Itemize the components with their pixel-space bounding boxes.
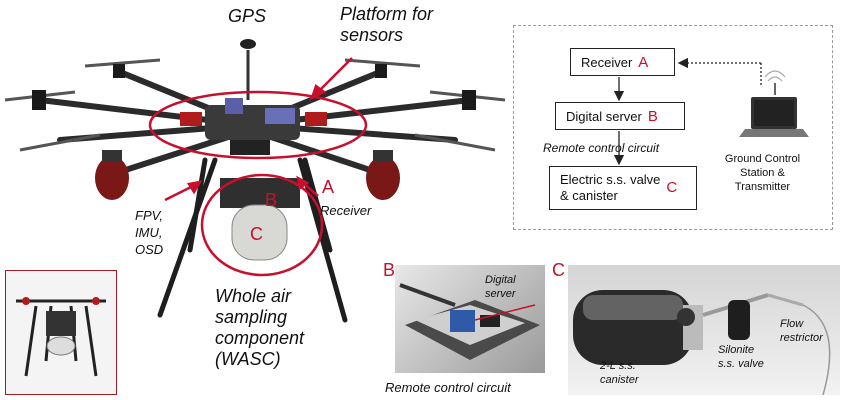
wasc-label-line4: (WASC) bbox=[215, 349, 281, 369]
photo-b-remote-circuit bbox=[395, 265, 545, 373]
antenna-icon bbox=[764, 70, 786, 95]
photo-c-drawing bbox=[573, 290, 831, 395]
photo-c-valve-line1: Silonite bbox=[718, 344, 755, 356]
ground-station-line2: Station & bbox=[740, 167, 785, 179]
photo-c-valve-line2: s.s. valve bbox=[718, 358, 764, 370]
photo-b-letter: B bbox=[383, 260, 396, 280]
wasc-canister bbox=[220, 178, 300, 261]
drone-body bbox=[180, 98, 327, 155]
receiver-box-letter: A bbox=[638, 53, 649, 71]
valve-box-text: Electric s.s. valve & canister bbox=[560, 172, 660, 204]
marker-a-label: A bbox=[322, 177, 335, 197]
photo-c-canister-line2: canister bbox=[600, 374, 639, 386]
digital-server-box-label: Digital server bbox=[566, 108, 642, 124]
valve-box: Electric s.s. valve & canister C bbox=[549, 166, 697, 210]
receiver-box: Receiver A bbox=[570, 48, 675, 76]
remote-control-label: Remote control circuit bbox=[543, 141, 660, 155]
ground-station-line1: Ground Control bbox=[724, 153, 801, 165]
platform-label: Platform for sensors bbox=[340, 4, 434, 45]
wasc-label-line2: sampling bbox=[215, 307, 288, 327]
schematic-connectors bbox=[613, 57, 809, 166]
photo-c-canister-line1: 2-L s.s. bbox=[600, 360, 636, 372]
wasc-label-line1: Whole air bbox=[215, 286, 292, 306]
wasc-label-line3: component bbox=[215, 328, 305, 348]
photo-b-drawing bbox=[399, 283, 540, 360]
receiver-label: Receiver bbox=[320, 203, 372, 218]
digital-server-box-letter: B bbox=[647, 107, 658, 125]
photo-b-digital-line2: server bbox=[485, 288, 516, 300]
marker-c-label: C bbox=[250, 224, 263, 244]
wasc-highlight-ellipse bbox=[200, 173, 324, 277]
schematic-panel bbox=[513, 25, 833, 230]
ground-station-line3: Transmitter bbox=[734, 181, 791, 193]
fpv-label: FPV, bbox=[135, 208, 163, 223]
receiver-box-label: Receiver bbox=[581, 54, 633, 70]
laptop-icon bbox=[739, 97, 809, 137]
inset-drone-drawing bbox=[16, 297, 106, 377]
photo-b-caption: Remote control circuit bbox=[385, 380, 511, 395]
inset-drone-photo bbox=[5, 270, 117, 395]
valve-box-line1: Electric s.s. valve bbox=[560, 172, 661, 187]
platform-highlight-ellipse bbox=[148, 90, 368, 160]
osd-label: OSD bbox=[135, 242, 164, 257]
photo-c-flow-line1: Flow bbox=[780, 318, 804, 330]
drone-illustration bbox=[4, 39, 506, 323]
photo-c-letter: C bbox=[552, 260, 565, 280]
valve-box-line2: & canister bbox=[560, 188, 618, 203]
photo-b-digital-line1: Digital bbox=[485, 274, 516, 286]
photo-c-flow-line2: restrictor bbox=[780, 332, 823, 344]
ground-station-label: Ground Control Station & Transmitter bbox=[720, 152, 805, 194]
digital-server-box: Digital server B bbox=[555, 102, 685, 130]
marker-b-label: B bbox=[265, 190, 278, 210]
gps-label: GPS bbox=[228, 6, 267, 26]
annotation-arrows bbox=[164, 57, 353, 202]
photo-c-canister bbox=[568, 265, 840, 395]
imu-label: IMU, bbox=[135, 225, 163, 240]
drone-motors bbox=[32, 64, 476, 200]
valve-box-letter: C bbox=[666, 179, 678, 196]
